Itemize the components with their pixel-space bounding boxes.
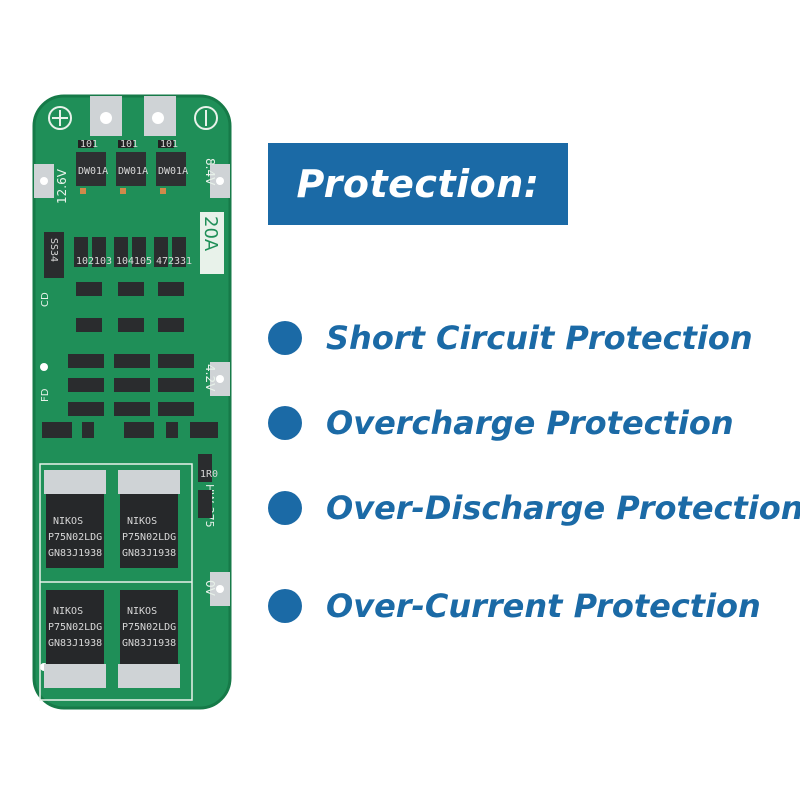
mosfet-1: NIKOS P75N02LDG GN83J1938 [44, 470, 106, 568]
banner-title: Protection: [296, 162, 540, 206]
svg-text:NIKOS: NIKOS [127, 606, 157, 617]
mosfet-4: NIKOS P75N02LDG GN83J1938 [118, 590, 180, 688]
protection-ic-2: DW01A [116, 152, 148, 186]
plus-symbol-icon [48, 106, 72, 130]
svg-text:1R0: 1R0 [200, 469, 218, 480]
current-rating-box [200, 212, 224, 274]
svg-text:GN83J1938: GN83J1938 [122, 548, 176, 559]
bullet-dot-icon [268, 321, 302, 355]
svg-text:101: 101 [120, 139, 138, 150]
fd-label: FD [40, 388, 51, 402]
protection-ic-3: DW01A [156, 152, 188, 186]
minus-symbol-icon [194, 106, 218, 130]
svg-text:P75N02LDG: P75N02LDG [48, 532, 102, 543]
svg-text:103: 103 [94, 256, 112, 267]
resistor-markings-misc: 102 103 104 105 472 331 1R0 [76, 256, 218, 480]
ground-label: 0V [203, 580, 217, 597]
smd-resistor-row: 101 101 101 [78, 139, 178, 194]
svg-text:102: 102 [76, 256, 94, 267]
voltage-label-4v2: 4.2V [203, 364, 217, 392]
feature-label: Over-Discharge Protection [326, 489, 800, 527]
feature-label: Over-Current Protection [326, 587, 761, 625]
protection-banner: Protection: [268, 143, 568, 225]
svg-text:DW01A: DW01A [118, 166, 148, 177]
svg-text:DW01A: DW01A [78, 166, 108, 177]
smd-component-grid [42, 237, 218, 518]
svg-text:NIKOS: NIKOS [127, 516, 157, 527]
mounting-hole-top-2 [152, 112, 164, 124]
svg-text:104: 104 [116, 256, 134, 267]
svg-text:GN83J1938: GN83J1938 [122, 638, 176, 649]
bullet-dot-icon [268, 589, 302, 623]
feature-label: Overcharge Protection [326, 404, 734, 442]
pcb-board-image: 12.6V 8.4V 20A 4.2V HW-375 0V CD FD SS34… [32, 94, 232, 710]
current-rating-label: 20A [200, 216, 221, 252]
feature-item-overcharge: Overcharge Protection [268, 393, 734, 453]
svg-text:101: 101 [80, 139, 98, 150]
feature-item-over-current: Over-Current Protection [268, 576, 761, 636]
svg-text:GN83J1938: GN83J1938 [48, 638, 102, 649]
svg-text:105: 105 [134, 256, 152, 267]
svg-text:NIKOS: NIKOS [53, 606, 83, 617]
svg-text:GN83J1938: GN83J1938 [48, 548, 102, 559]
feature-item-over-discharge: Over-Discharge Protection [268, 478, 800, 538]
bullet-dot-icon [268, 406, 302, 440]
svg-text:NIKOS: NIKOS [53, 516, 83, 527]
protection-ic-1: DW01A [76, 152, 108, 186]
feature-label: Short Circuit Protection [326, 319, 753, 357]
feature-item-short-circuit: Short Circuit Protection [268, 308, 753, 368]
svg-text:101: 101 [160, 139, 178, 150]
diode-marking: SS34 [48, 238, 59, 262]
svg-text:472: 472 [156, 256, 174, 267]
svg-text:DW01A: DW01A [158, 166, 188, 177]
diode-component [44, 232, 64, 278]
mounting-hole-top-1 [100, 112, 112, 124]
svg-text:331: 331 [174, 256, 192, 267]
svg-text:P75N02LDG: P75N02LDG [122, 532, 176, 543]
bullet-dot-icon [268, 491, 302, 525]
mosfet-2: NIKOS P75N02LDG GN83J1938 [118, 470, 180, 568]
cd-label: CD [40, 292, 51, 307]
svg-text:P75N02LDG: P75N02LDG [48, 622, 102, 633]
voltage-label-8v4: 8.4V [203, 158, 217, 186]
voltage-label-12v6: 12.6V [55, 168, 69, 204]
svg-text:P75N02LDG: P75N02LDG [122, 622, 176, 633]
mosfet-3: NIKOS P75N02LDG GN83J1938 [44, 590, 106, 688]
